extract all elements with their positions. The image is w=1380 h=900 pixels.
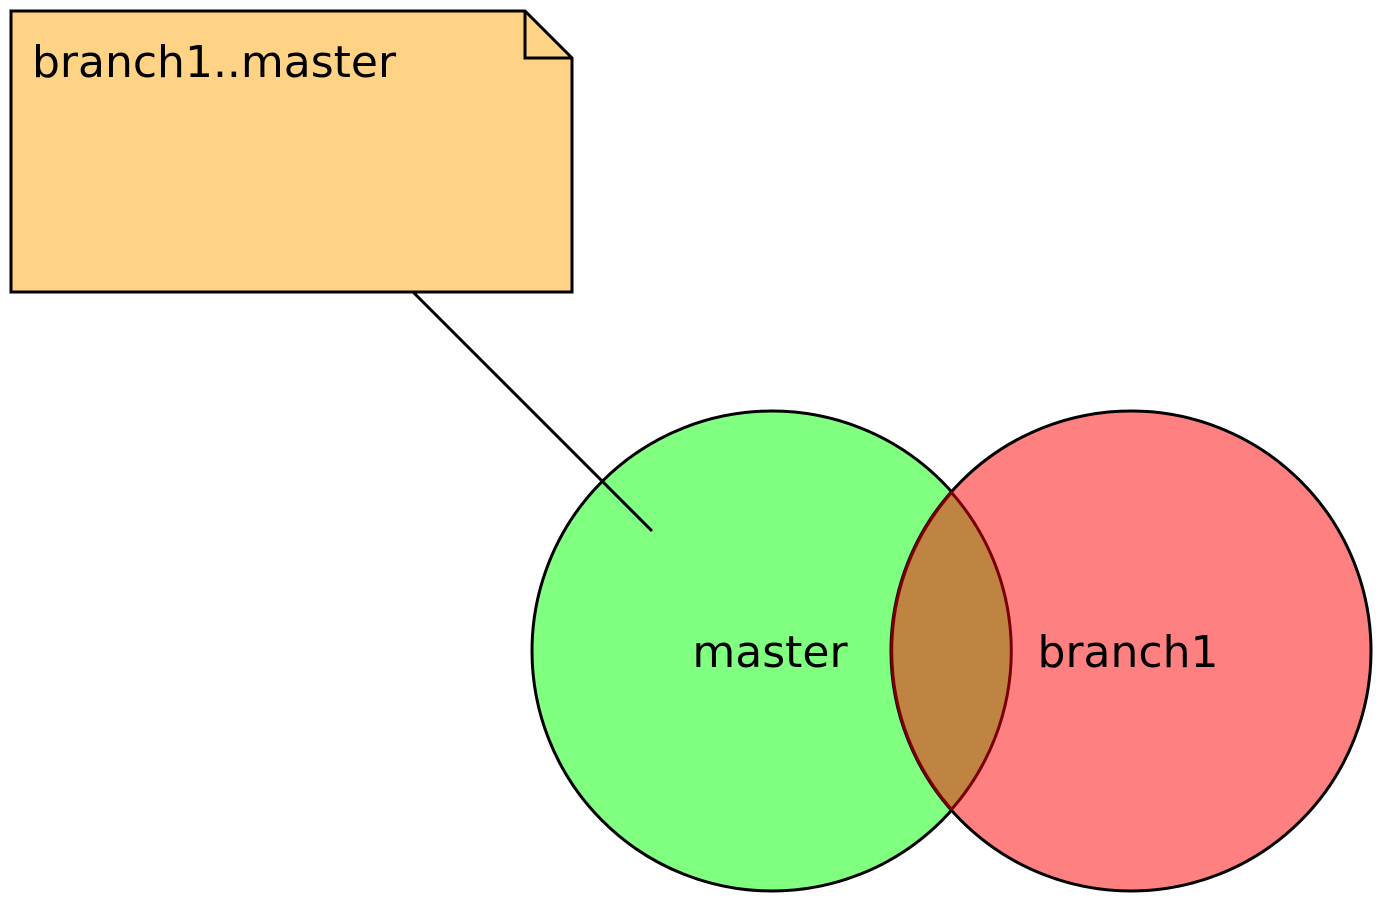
branch1-label: branch1	[1038, 627, 1219, 678]
note: branch1..master	[9, 9, 574, 294]
note-body	[9, 9, 574, 294]
intersection-outline	[890, 491, 1013, 811]
master-label: master	[692, 627, 848, 678]
connector-line	[411, 290, 654, 533]
note-fold	[523, 11, 572, 60]
note-label: branch1..master	[32, 37, 397, 88]
